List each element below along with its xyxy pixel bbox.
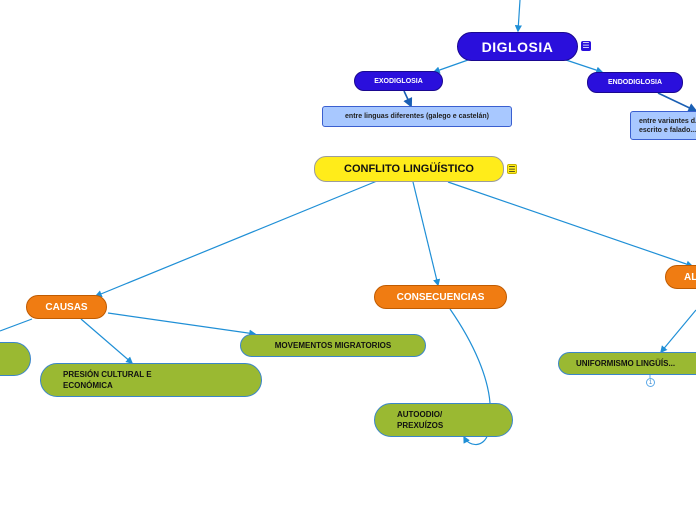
link-conflito-alternativas <box>447 181 694 268</box>
notes-icon[interactable]: ☰ <box>507 164 517 174</box>
link-endodiglosia-note <box>657 92 696 113</box>
link-consecuencias-autoodio <box>449 308 491 404</box>
link-conflito-consecuencias <box>412 181 441 287</box>
notes-icon[interactable]: ☰ <box>581 41 591 51</box>
node-presion-cultural[interactable]: PRESIÓN CULTURAL E ECONÓMICA <box>40 363 262 397</box>
link-causas-presion <box>80 318 134 364</box>
link-top-to-diglosia <box>514 0 522 33</box>
node-alternativas[interactable]: AL... <box>665 265 696 289</box>
node-conflito-linguistico[interactable]: CONFLITO LINGÜÍSTICO <box>314 156 504 182</box>
link-causas-left-node <box>0 318 33 332</box>
node-left-partial[interactable] <box>0 342 31 376</box>
link-diglosia-exodiglosia <box>432 59 469 74</box>
note-exodiglosia[interactable]: entre linguas diferentes (galego e caste… <box>322 106 512 127</box>
node-autoodio-prexuizos[interactable]: AUTOODIO/ PREXUÍZOS <box>374 403 513 437</box>
link-alternativas-uniformismo <box>660 309 696 354</box>
link-conflito-causas <box>94 180 378 298</box>
link-causas-movementos <box>107 312 257 337</box>
link-exodiglosia-note <box>403 90 413 108</box>
node-consecuencias[interactable]: CONSECUENCIAS <box>374 285 507 309</box>
collapse-count-icon[interactable]: 1 <box>646 378 655 387</box>
note-endodiglosia[interactable]: entre variantes d... escrito e falado... <box>630 111 696 140</box>
node-movementos-migratorios[interactable]: MOVEMENTOS MIGRATORIOS <box>240 334 426 357</box>
link-diglosia-endodiglosia <box>565 59 604 74</box>
node-exodiglosia[interactable]: EXODIGLOSIA <box>354 71 443 91</box>
node-causas[interactable]: CAUSAS <box>26 295 107 319</box>
node-uniformismo-linguistico[interactable]: UNIFORMISMO LINGÜÍS... <box>558 352 696 375</box>
node-endodiglosia[interactable]: ENDODIGLOSIA <box>587 72 683 93</box>
node-diglosia[interactable]: DIGLOSIA <box>457 32 578 61</box>
